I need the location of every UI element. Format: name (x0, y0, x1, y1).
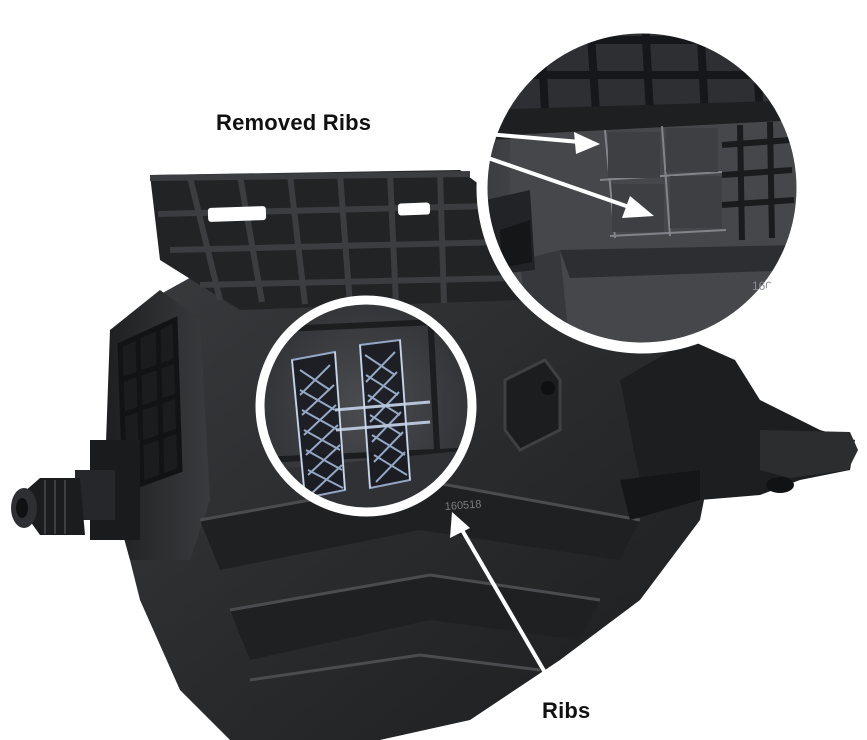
ribs-magnifier (255, 295, 477, 517)
removed-ribs-magnifier (476, 22, 808, 354)
right-flange (620, 340, 858, 520)
left-connector (11, 440, 140, 540)
lower-part-code: 160518 (444, 498, 481, 513)
rib-lattice (290, 338, 431, 500)
removed-ribs-label: Removed Ribs (216, 110, 372, 135)
removed-ribs-arrows (395, 124, 654, 218)
ribs-arrow (450, 512, 556, 690)
ribs-label: Ribs (542, 698, 591, 723)
